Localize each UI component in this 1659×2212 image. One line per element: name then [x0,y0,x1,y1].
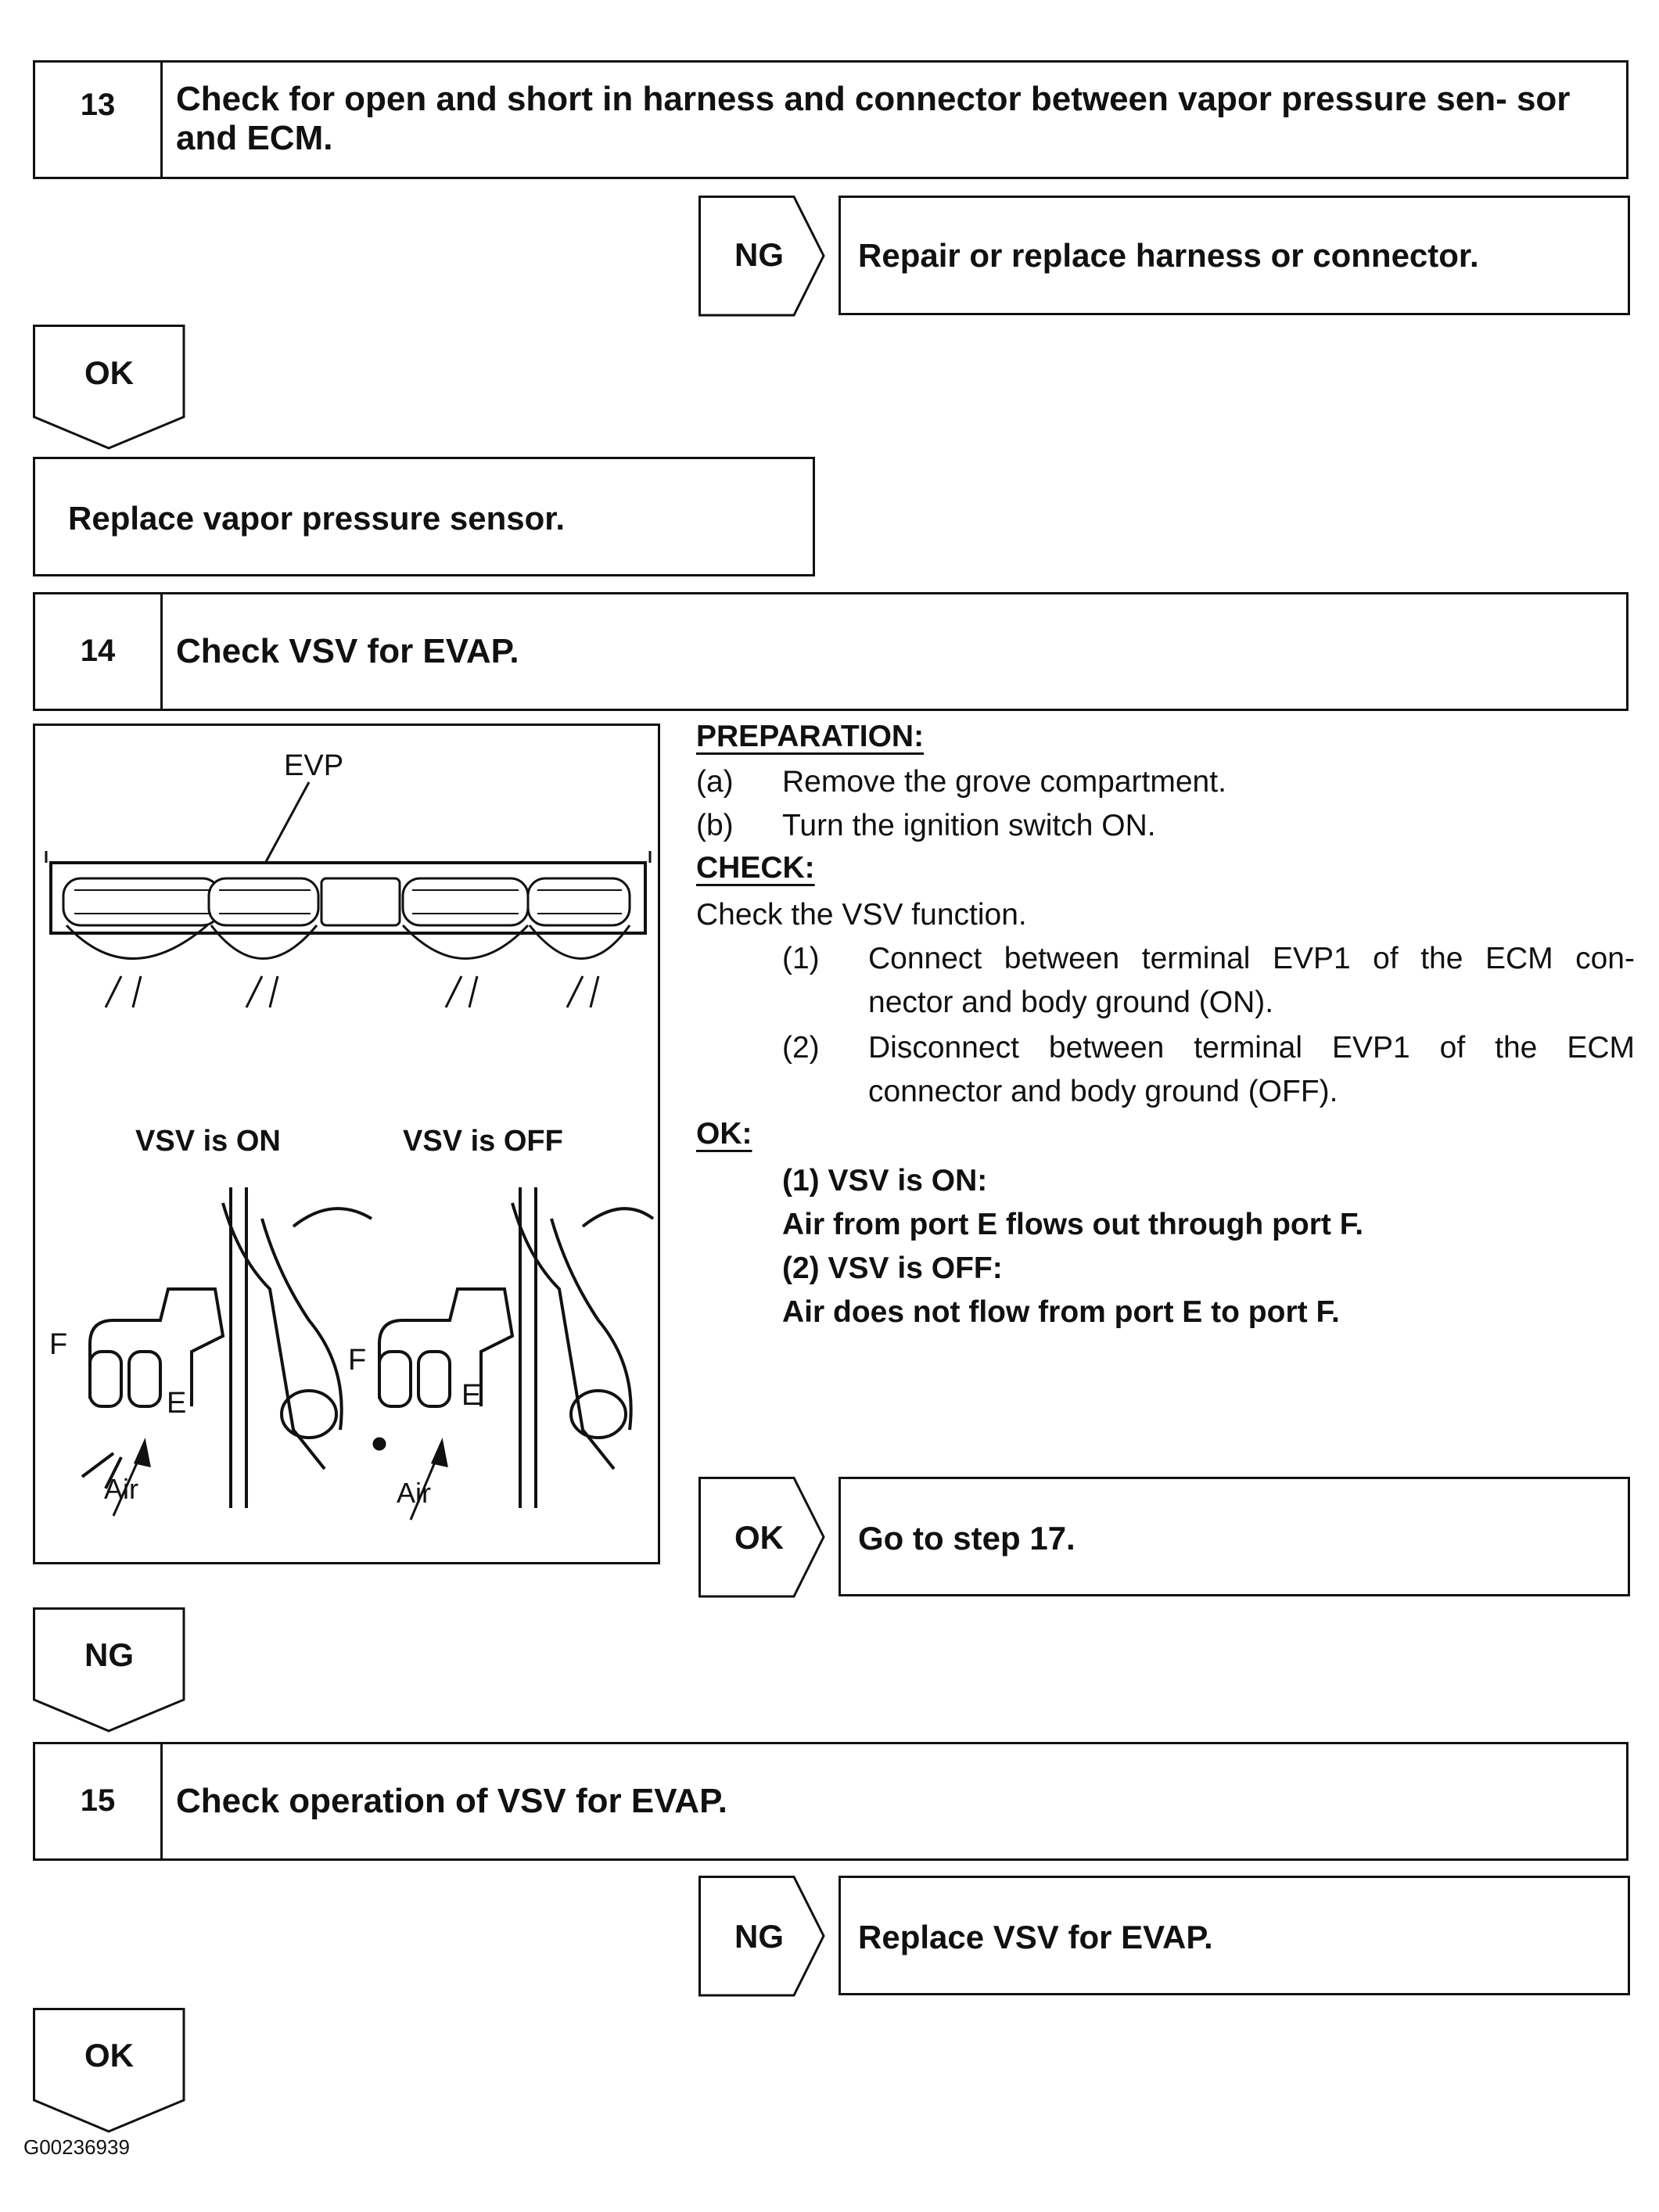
step14-title: Check VSV for EVAP. [176,632,519,670]
step15-title: Check operation of VSV for EVAP. [176,1782,727,1820]
step13-ng-label: NG [734,236,784,273]
step13-number: 13 [80,88,116,122]
step15-ng-arrow [698,1876,825,1997]
ok-line-2: Air from port E flows out through port F… [782,1208,1364,1241]
step14-ok-action-box: Go to step 17. [838,1477,1630,1596]
step13-result-box: Replace vapor pressure sensor. [33,457,815,576]
figure-code: G00236939 [23,2135,130,2159]
prep-b-marker: (b) [696,809,734,842]
prep-b-text: Turn the ignition switch ON. [782,809,1156,842]
step13-header: 13 Check for open and short in harness a… [33,60,1628,179]
evp-label: EVP [284,749,344,782]
ok-line-1: (1) VSV is ON: [782,1164,988,1198]
port-f-label-on: F [49,1328,68,1361]
check-1-marker: (1) [782,942,820,975]
check-2-marker: (2) [782,1031,820,1065]
preparation-heading: PREPARATION: [696,720,925,753]
port-e-label-off: E [461,1379,482,1412]
ecm-connector-drawing [45,781,655,1521]
check-1-line2: nector and body ground (ON). [868,986,1274,1019]
step15-ok-label: OK [84,2037,134,2074]
check-intro: Check the VSV function. [696,898,1027,932]
prep-a-text: Remove the grove compartment. [782,765,1226,799]
step14-ng-arrow [33,1607,185,1733]
check-1-line1: Connect between terminal EVP1 of the ECM… [868,942,1635,975]
vsv-figure: EVP VSV is ON VSV is OFF F E Air F E Air [33,724,660,1564]
step15-ng-label: NG [734,1918,784,1955]
check-2-line1: Disconnect between terminal EVP1 of the … [868,1031,1635,1065]
step14-number: 14 [80,634,116,668]
ok-line-3: (2) VSV is OFF: [782,1251,1003,1285]
step13-ng-action-box: Repair or replace harness or connector. [838,196,1630,315]
step15-header: 15 Check operation of VSV for EVAP. [33,1742,1628,1861]
air-label-off: Air [397,1477,431,1509]
step14-ok-arrow [698,1477,825,1598]
vsv-on-label: VSV is ON [135,1125,281,1158]
check-heading: CHECK: [696,851,815,885]
air-label-on: Air [104,1473,138,1505]
check-2-line2: connector and body ground (OFF). [868,1075,1338,1108]
step14-ok-label: OK [734,1519,784,1556]
port-f-label-off: F [348,1344,367,1377]
step13-ok-arrow [33,325,185,450]
step15-number: 15 [80,1783,116,1818]
ok-heading: OK: [696,1117,752,1151]
step13-ok-label: OK [84,354,134,391]
ok-line-4: Air does not flow from port E to port F. [782,1295,1340,1329]
step14-header: 14 Check VSV for EVAP. [33,592,1628,711]
prep-a-marker: (a) [696,765,734,799]
step15-ng-action-box: Replace VSV for EVAP. [838,1876,1630,1995]
vsv-off-label: VSV is OFF [403,1125,563,1158]
step15-ok-arrow [33,2008,185,2133]
step13-ng-action: Repair or replace harness or connector. [858,237,1479,274]
step15-ng-action: Replace VSV for EVAP. [858,1919,1213,1955]
step14-ok-action: Go to step 17. [858,1520,1075,1557]
step13-title: Check for open and short in harness and … [176,80,1571,157]
step13-result: Replace vapor pressure sensor. [68,500,565,537]
step13-ng-arrow [698,196,825,317]
port-e-label-on: E [167,1387,187,1420]
step14-ng-label: NG [84,1636,134,1673]
